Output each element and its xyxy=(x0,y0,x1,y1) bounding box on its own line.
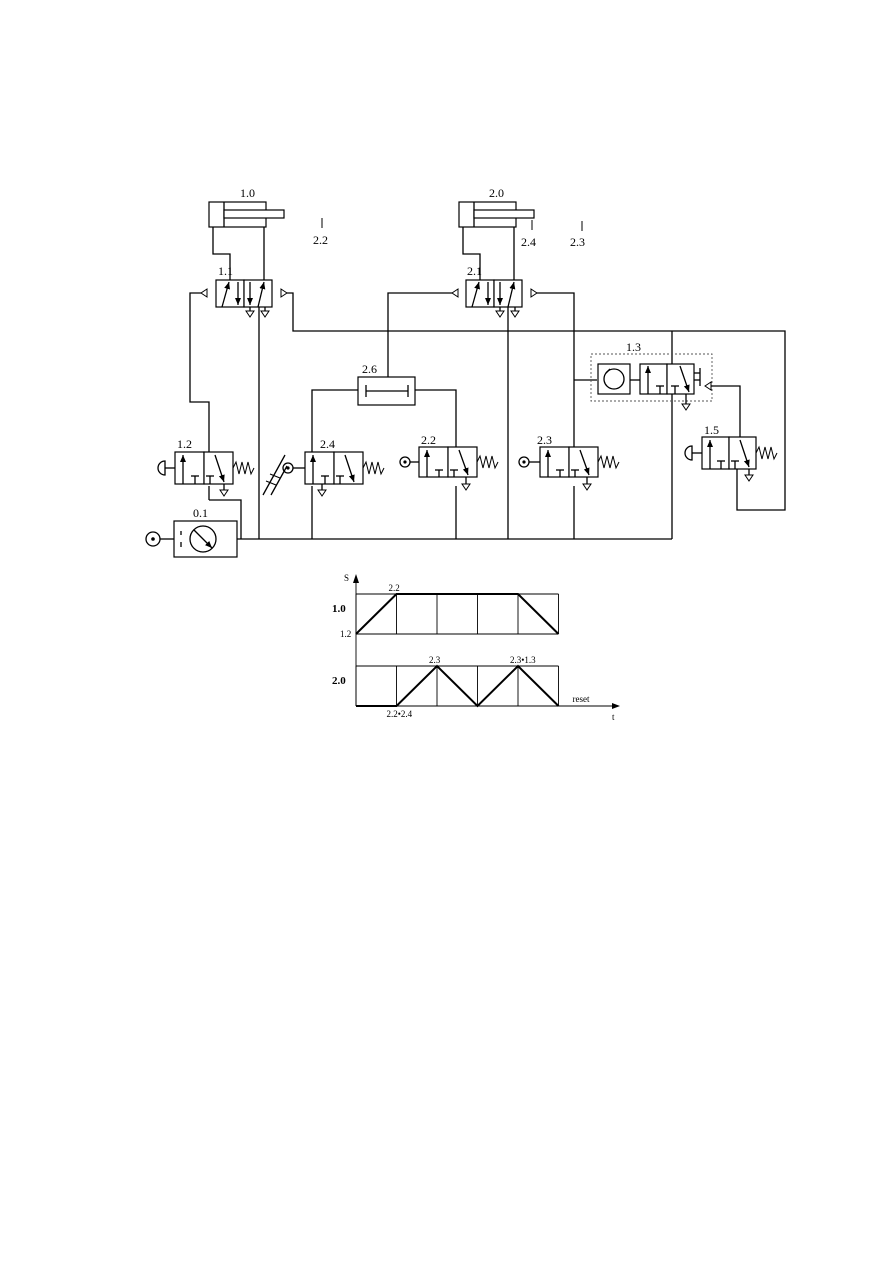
series-line xyxy=(355,593,560,635)
exhaust-triangle-icon xyxy=(260,310,270,318)
cylinder-2-0: 2.0 xyxy=(458,186,535,228)
step-annotation: 2.2 xyxy=(389,583,400,593)
series-line xyxy=(356,664,560,708)
supply-unit-0-1: 0.1 xyxy=(145,506,238,558)
roller-lever-icon xyxy=(518,456,540,468)
timer-reservoir-icon xyxy=(597,363,631,395)
exhaust-triangle-icon xyxy=(681,403,691,411)
exhaust-triangle-icon xyxy=(582,483,592,491)
limit-mark-2-2-label: 2.2 xyxy=(313,233,328,247)
timer-valve-1-3-label: 1.3 xyxy=(626,340,641,354)
spring-icon xyxy=(755,445,778,461)
row-label: 1.0 xyxy=(332,603,346,615)
spring-icon xyxy=(476,454,499,470)
step-annotation: 2.3 xyxy=(429,655,441,665)
push-button-icon xyxy=(684,445,702,461)
directional-valve-icon xyxy=(174,451,234,485)
valve-2-2-label: 2.2 xyxy=(421,433,436,447)
cylinder-2-lines xyxy=(462,227,515,280)
roller-lever-icon xyxy=(399,456,419,468)
directional-valve-icon xyxy=(215,279,273,308)
exhaust-triangle-icon xyxy=(461,483,471,491)
directional-valve-icon xyxy=(418,446,478,478)
valve-1-5-label: 1.5 xyxy=(704,423,719,437)
shuttle-valve-2-6: 2.6 xyxy=(357,362,416,406)
row-label: 2.0 xyxy=(332,675,346,687)
exhaust-triangle-icon xyxy=(744,474,754,482)
exhaust-triangle-icon xyxy=(495,310,505,318)
spring-icon xyxy=(362,460,385,476)
double-acting-cylinder-icon xyxy=(208,201,285,228)
limit-mark-2-3: 2.3 xyxy=(570,221,585,249)
valve-1-2: 1.2 xyxy=(157,437,255,497)
valve-2-3: 2.3 xyxy=(518,433,620,491)
signal-lines xyxy=(189,292,786,540)
exhaust-triangle-icon xyxy=(219,489,229,497)
step-annotation: 2.2•2.4 xyxy=(387,709,413,719)
timer-valve-1-3: 1.3 xyxy=(590,340,713,411)
directional-valve-icon xyxy=(539,446,599,478)
roller-lever-icon xyxy=(262,454,305,496)
valve-1-5: 1.5 xyxy=(684,423,778,482)
exhaust-triangle-icon xyxy=(317,489,327,497)
chart-axes xyxy=(353,574,620,709)
spring-icon xyxy=(232,460,255,476)
push-button-icon xyxy=(157,460,175,476)
valve-1-2-label: 1.2 xyxy=(177,437,192,451)
cylinder-1-0: 1.0 xyxy=(208,186,285,228)
supply-unit-0-1-label: 0.1 xyxy=(193,506,208,520)
chart-grid xyxy=(355,593,559,707)
limit-mark-2-4-label: 2.4 xyxy=(521,235,536,249)
x-axis-arrow xyxy=(612,703,620,709)
y-axis-arrow xyxy=(353,574,359,583)
y-axis-label: S xyxy=(344,573,349,583)
spring-icon xyxy=(597,454,620,470)
step-annotation: 2.3•1.3 xyxy=(510,655,536,665)
valve-2-2: 2.2 xyxy=(399,433,499,491)
valve-2-1: 2.1 xyxy=(451,264,538,318)
valve-2-1-label: 2.1 xyxy=(467,264,482,278)
valve-2-4: 2.4 xyxy=(262,437,385,497)
directional-valve-icon xyxy=(639,363,695,395)
double-acting-cylinder-icon xyxy=(458,201,535,228)
limit-mark-2-4: 2.4 xyxy=(521,220,536,249)
valve-2-3-label: 2.3 xyxy=(537,433,552,447)
displacement-step-chart: St 1.0 1.2 2.0 2.2 2.3 2.3•1.3 2.2•2.4 reset xyxy=(332,573,620,722)
shuttle-valve-2-6-label: 2.6 xyxy=(362,362,377,376)
cylinder-2-0-label: 2.0 xyxy=(489,186,504,200)
cylinder-1-0-label: 1.0 xyxy=(240,186,255,200)
exhaust-triangle-icon xyxy=(510,310,520,318)
shuttle-valve-icon xyxy=(357,376,416,406)
step-annotation: reset xyxy=(573,694,590,704)
pressure-gauge-icon xyxy=(189,525,217,553)
limit-mark-2-2: 2.2 xyxy=(313,218,328,247)
cylinder-1-lines xyxy=(212,227,265,280)
row-start-label: 1.2 xyxy=(340,629,351,639)
valve-1-1: 1.1 xyxy=(200,264,288,318)
directional-valve-icon xyxy=(304,451,364,485)
valve-1-1-label: 1.1 xyxy=(218,264,233,278)
x-axis-label: t xyxy=(612,712,615,722)
chart-labels: St 1.0 1.2 2.0 2.2 2.3 2.3•1.3 2.2•2.4 reset xyxy=(332,573,615,722)
exhaust-triangle-icon xyxy=(245,310,255,318)
valve-2-4-label: 2.4 xyxy=(320,437,335,451)
chart-series xyxy=(355,593,560,708)
directional-valve-icon xyxy=(701,436,757,470)
limit-mark-2-3-label: 2.3 xyxy=(570,235,585,249)
directional-valve-icon xyxy=(465,279,523,308)
